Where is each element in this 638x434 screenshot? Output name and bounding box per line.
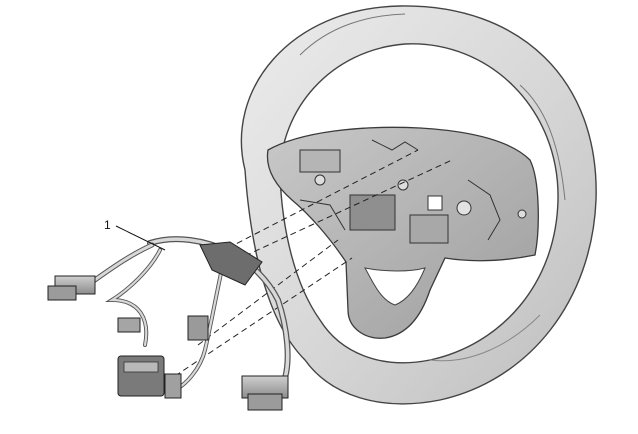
hub-bolt-right xyxy=(456,200,472,216)
connector-lower-small xyxy=(164,373,182,399)
lower-spoke-opening xyxy=(364,267,426,306)
hub-bolt-far-right xyxy=(517,209,527,219)
hub-bolt-center xyxy=(397,179,409,191)
hub-module-right xyxy=(409,214,449,244)
harness-branch-left-inner xyxy=(90,243,154,284)
hub-rib-1 xyxy=(371,139,419,151)
rim-seam-right xyxy=(519,84,566,201)
callout-1-leader xyxy=(115,225,166,251)
wheel-hub-frame xyxy=(266,126,539,339)
harness-branch-middle-inner xyxy=(108,248,162,347)
connector-left-upper xyxy=(47,275,96,301)
hub-bolt-left xyxy=(314,174,326,186)
guide-line-3 xyxy=(197,239,339,346)
hub-bracket-left xyxy=(299,149,341,173)
guide-line-1 xyxy=(227,149,419,249)
harness-clip-block xyxy=(199,241,263,286)
hub-bracket-center xyxy=(349,194,396,231)
steering-wheel-wiring-harness xyxy=(47,236,291,411)
hub-mount-square xyxy=(427,195,443,211)
connector-center-small xyxy=(187,315,209,341)
hub-rib-2 xyxy=(467,179,501,241)
callout-label-1: 1 xyxy=(104,218,111,232)
rim-seam-top xyxy=(299,13,406,56)
connector-lower-right xyxy=(241,375,289,411)
hub-rib-3 xyxy=(299,199,346,231)
steering-wheel xyxy=(240,5,597,405)
wheel-rim xyxy=(240,5,597,405)
connector-left-small xyxy=(117,317,141,333)
rim-seam-bottom xyxy=(429,314,541,362)
connector-lower-left-module xyxy=(117,355,165,397)
harness-branch-center-inner xyxy=(173,253,227,392)
